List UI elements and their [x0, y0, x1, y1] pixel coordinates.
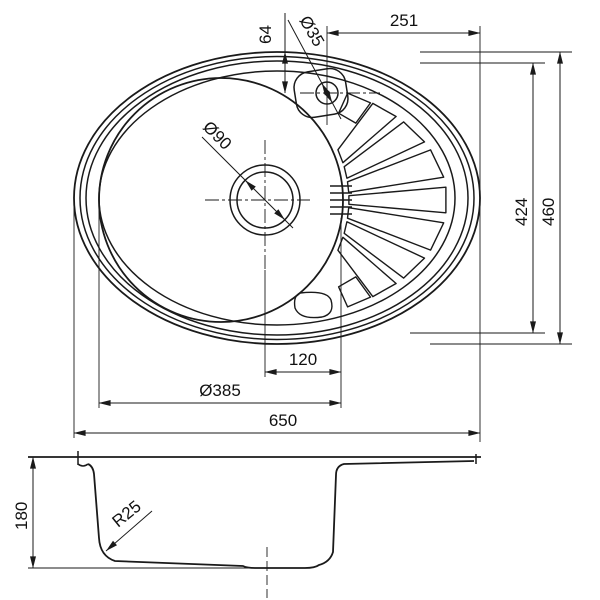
drainboard-slot: [343, 121, 426, 179]
faucet-pad: [293, 67, 349, 119]
deck-inner-edge: [98, 70, 456, 326]
dim-251-label: 251: [390, 11, 418, 30]
dim-35-arrow: [323, 90, 333, 103]
plan-view: [73, 51, 481, 345]
dim-650-label: 650: [269, 411, 297, 430]
drain-grooves: [330, 185, 352, 215]
bowl-section-profile: [87, 460, 475, 569]
dim-64-label: 64: [256, 25, 275, 44]
sink-outer-edge: [73, 51, 481, 345]
drainboard-slot: [343, 221, 426, 279]
drainboard-slot: [348, 186, 447, 214]
dim-424-label: 424: [512, 198, 531, 226]
dim-r25-arrow: [106, 540, 117, 551]
drainboard-slot: [337, 276, 372, 308]
dim-385-label: Ø385: [199, 381, 241, 400]
drainboard-slot: [337, 236, 397, 298]
plan-dimensions: 64 Ø35 251 Ø90 424 460 120 Ø385 650: [73, 11, 572, 442]
rim-left-clip: [77, 451, 89, 467]
dim-460-label: 460: [539, 198, 558, 226]
dim-35-leader: [287, 19, 342, 120]
drainboard-slots: [293, 92, 447, 319]
dim-90-label: Ø90: [199, 117, 235, 153]
rim-line-2: [79, 55, 475, 341]
dim-90-arrow: [274, 209, 285, 220]
drainboard-slot: [337, 92, 372, 124]
drainboard-slot: [293, 291, 333, 319]
dim-r25-label: R25: [109, 497, 145, 531]
dim-180-label: 180: [12, 502, 31, 530]
drainboard-slot: [337, 102, 397, 164]
dim-120-label: 120: [289, 350, 317, 369]
section-view: 180 R25: [12, 451, 481, 598]
dim-90-arrow: [245, 180, 256, 191]
rim-line-3: [85, 60, 469, 336]
